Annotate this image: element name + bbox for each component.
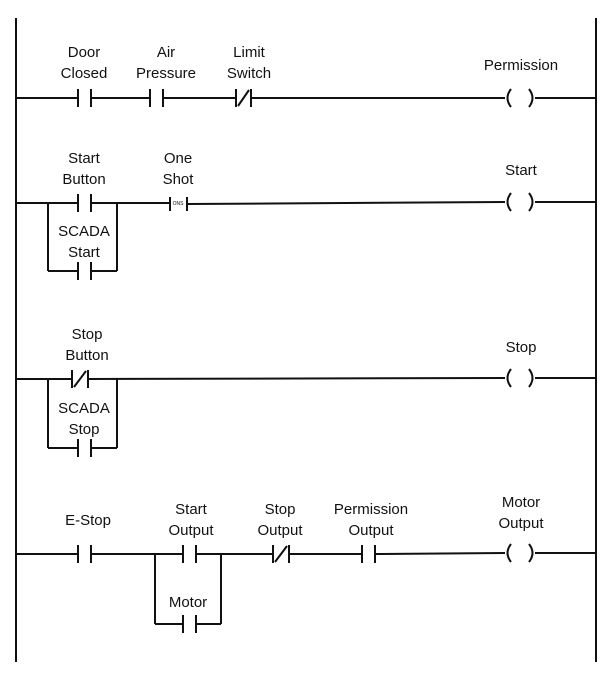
label-coil-permission: Permission	[483, 57, 559, 74]
label-coil-motor-output: Motor Output	[498, 492, 543, 534]
rung-4-contact-start-output	[182, 545, 197, 563]
label-air-pressure: Air Pressure	[136, 42, 196, 84]
label-line: Stop	[71, 326, 103, 343]
rung-4-contact-stop-output-nc	[272, 545, 290, 563]
label-line: Output	[348, 522, 394, 539]
label-line: Closed	[60, 65, 108, 82]
label-line: Permission	[333, 501, 409, 518]
label-line: Stop	[68, 421, 100, 438]
label-permission-output: Permission Output	[334, 499, 408, 541]
label-start-button: Start Button	[62, 148, 105, 190]
rung-4-contact-e-stop	[77, 545, 92, 563]
label-line: Door	[67, 44, 101, 61]
rung-3-branch-scada-stop	[47, 379, 118, 457]
label-line: Air	[156, 44, 176, 61]
label-start-output: Start Output	[168, 499, 213, 541]
rung-1-contact-limit-switch-nc	[235, 89, 252, 107]
label-scada-start: SCADA Start	[58, 221, 110, 263]
rung-2-contact-start-button	[77, 194, 92, 212]
rung-4-branch-motor	[154, 554, 222, 633]
rung-1-contact-door-closed	[77, 89, 92, 107]
label-limit-switch: Limit Switch	[227, 42, 271, 84]
rung-2-coil-start	[506, 192, 534, 212]
label-line: Output	[257, 522, 303, 539]
label-line: Motor	[501, 494, 541, 511]
label-line: SCADA	[58, 223, 110, 240]
rung-3-wires	[16, 377, 596, 380]
label-line: Switch	[226, 65, 272, 82]
rung-4-coil-motor-output	[506, 543, 534, 563]
label-coil-stop: Stop	[505, 339, 537, 356]
label-coil-start: Start	[505, 162, 537, 179]
label-line: Button	[65, 347, 109, 364]
rung-3-contact-stop-button-nc	[71, 370, 89, 388]
label-one-shot: One Shot	[163, 148, 194, 190]
label-line: Pressure	[135, 65, 197, 82]
rung-1-contact-air-pressure	[149, 89, 164, 107]
label-line: Start	[68, 150, 100, 167]
label-line: Output	[498, 515, 544, 532]
label-line: Shot	[162, 171, 194, 188]
label-line: Start	[68, 244, 100, 261]
label-line: Button	[62, 171, 106, 188]
label-line: Limit	[233, 44, 265, 61]
rung-1-coil-permission	[506, 88, 534, 108]
label-stop-button: Stop Button	[65, 324, 108, 366]
rung-3-coil-stop	[506, 368, 534, 388]
label-line: One	[163, 150, 193, 167]
label-line: Start	[175, 501, 207, 518]
label-scada-stop: SCADA Stop	[58, 398, 110, 440]
rung-4-contact-permission-output	[361, 545, 376, 563]
label-line: SCADA	[58, 400, 110, 417]
label-motor-branch: Motor	[168, 594, 208, 611]
ons-tag: ONS	[172, 201, 184, 207]
label-e-stop: E-Stop	[65, 512, 111, 529]
label-stop-output: Stop Output	[257, 499, 302, 541]
rung-2-oneshot	[169, 197, 188, 211]
rung-2-branch-scada-start	[47, 203, 118, 280]
rung-2-wires	[16, 201, 596, 205]
rung-4-wires	[16, 552, 596, 555]
label-line: Output	[168, 522, 214, 539]
label-line: Stop	[264, 501, 296, 518]
label-door-closed: Door Closed	[61, 42, 108, 84]
